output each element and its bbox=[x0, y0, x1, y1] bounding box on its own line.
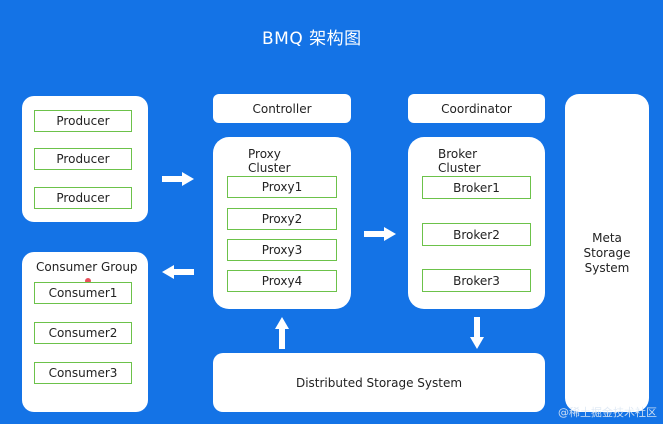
broker-box: Broker2 bbox=[422, 223, 531, 246]
broker-cluster-label-line2: Cluster bbox=[438, 161, 481, 175]
distributed-storage-label: Distributed Storage System bbox=[295, 375, 463, 390]
broker-to-storage-arrow-icon bbox=[470, 317, 484, 349]
meta-storage-label: Meta Storage System bbox=[565, 231, 649, 276]
storage-to-proxy-arrow-icon bbox=[275, 317, 289, 349]
consumer-box: Consumer1 bbox=[34, 282, 132, 304]
watermark: @稀土掘金技术社区 bbox=[558, 406, 657, 419]
coordinator-label: Coordinator bbox=[441, 101, 512, 116]
consumer-group-panel: Consumer Group Consumer1 Consumer2 Consu… bbox=[22, 252, 148, 412]
meta-storage-line1: Meta bbox=[592, 231, 622, 245]
meta-storage-line2: Storage bbox=[583, 246, 631, 260]
producer-to-proxy-arrow-icon bbox=[162, 172, 194, 186]
producer-box: Producer bbox=[34, 148, 132, 170]
proxy-box: Proxy1 bbox=[227, 176, 337, 198]
broker-cluster-panel: Broker Cluster Broker1 Broker2 Broker3 bbox=[408, 137, 545, 309]
proxy-box: Proxy2 bbox=[227, 208, 337, 230]
producer-panel: Producer Producer Producer bbox=[22, 96, 148, 222]
coordinator-box: Coordinator bbox=[408, 94, 545, 123]
controller-box: Controller bbox=[213, 94, 351, 123]
proxy-cluster-label-line2: Cluster bbox=[248, 161, 291, 175]
proxy-to-broker-arrow-icon bbox=[364, 227, 396, 241]
broker-cluster-label-line1: Broker bbox=[438, 147, 478, 161]
broker-box: Broker1 bbox=[422, 176, 531, 199]
proxy-cluster-panel: Proxy Cluster Proxy1 Proxy2 Proxy3 Proxy… bbox=[213, 137, 351, 309]
consumer-box: Consumer2 bbox=[34, 322, 132, 344]
producer-box: Producer bbox=[34, 187, 132, 209]
consumer-group-label: Consumer Group bbox=[36, 260, 138, 274]
broker-box: Broker3 bbox=[422, 269, 531, 292]
consumer-box: Consumer3 bbox=[34, 362, 132, 384]
page-title: BMQ 架构图 bbox=[262, 29, 362, 49]
proxy-box: Proxy4 bbox=[227, 270, 337, 292]
proxy-cluster-label-line1: Proxy bbox=[248, 147, 281, 161]
meta-storage-panel: Meta Storage System bbox=[565, 94, 649, 412]
producer-box: Producer bbox=[34, 110, 132, 132]
proxy-box: Proxy3 bbox=[227, 239, 337, 261]
meta-storage-line3: System bbox=[584, 261, 630, 275]
distributed-storage-panel: Distributed Storage System bbox=[213, 353, 545, 412]
proxy-to-consumer-arrow-icon bbox=[162, 265, 194, 279]
controller-label: Controller bbox=[252, 101, 312, 116]
red-dot-marker bbox=[85, 278, 91, 284]
